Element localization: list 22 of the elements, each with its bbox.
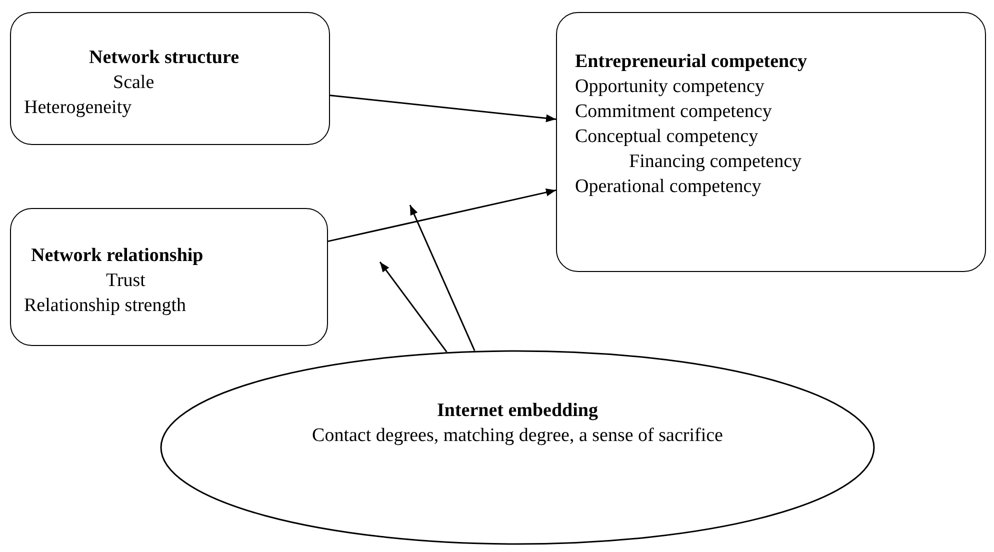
rounded-box [10,12,330,145]
ellipse-shape [160,350,875,545]
node-text: Trust [106,269,146,293]
arrow [379,262,448,352]
node-text: Operational competency [575,175,762,199]
node-text: Scale [113,71,154,95]
arrow [330,94,556,122]
node-heading: Network relationship [31,244,204,268]
rounded-box [556,12,986,272]
node-text: Relationship strength [24,294,186,318]
node-text: Contact degrees, matching degree, a sense of sacrifice [312,424,723,448]
node-text: Commitment competency [575,100,772,124]
arrow [409,204,476,351]
rounded-box [10,208,328,346]
node-text: Conceptual competency [575,125,758,149]
node-text: Heterogeneity [24,96,132,120]
node-heading: Internet embedding [437,399,598,423]
node-text: Opportunity competency [575,75,764,99]
arrow [328,188,556,242]
node-heading: Entrepreneurial competency [575,50,808,74]
node-heading: Network structure [89,46,240,70]
node-text: Financing competency [629,150,802,174]
